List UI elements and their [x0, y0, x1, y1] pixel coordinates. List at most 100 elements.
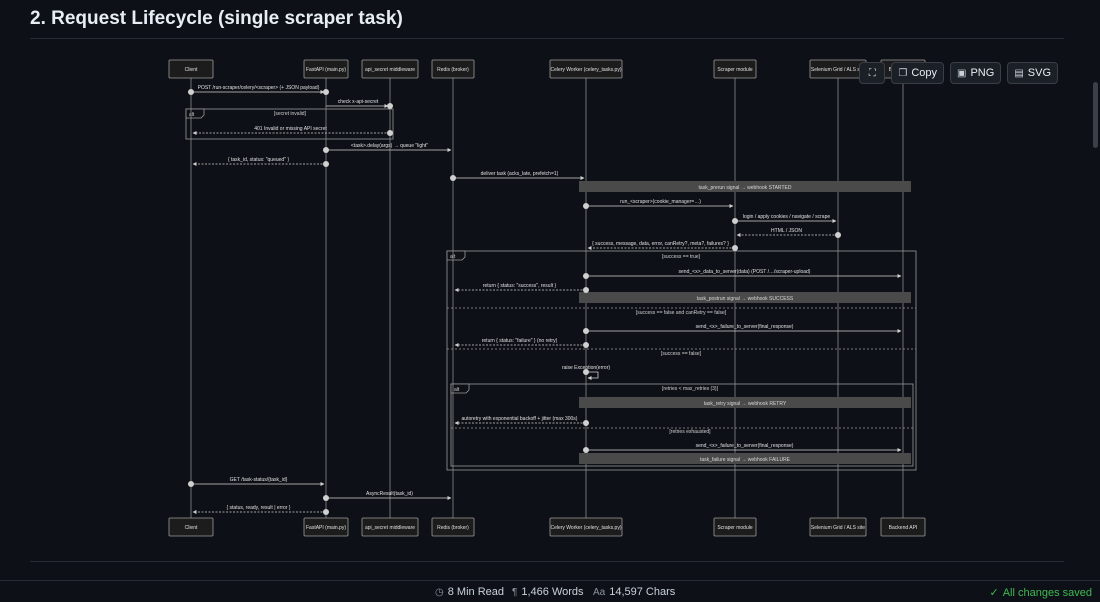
paragraph-icon: ¶ [512, 586, 518, 598]
char-count-label: 14,597 Chars [609, 586, 676, 598]
message-label-19: { status, ready, result | error } [226, 505, 290, 511]
participant-label-bottom-3: Redis (broker) [437, 525, 469, 531]
message-label-0: POST /run-scraper/celery/<scraper> (+ JS… [198, 85, 320, 91]
participant-label-bottom-1: FastAPI (main.py) [306, 525, 346, 531]
participant-box-top-4 [549, 59, 623, 79]
activation-dot-20 [323, 509, 329, 515]
guard-retries-exhausted: [retries exhausted] [669, 429, 711, 435]
clock-icon: ◷ [435, 586, 444, 598]
message-label-6: run_<scraper>(cookie_manager=…) [620, 199, 701, 205]
note-text-1: task_postrun signal → webhook SUCCESS [697, 296, 794, 302]
activation-dot-10 [732, 245, 738, 251]
message-label-4: { task_id, status: "queued" } [228, 157, 289, 163]
participant-label-bottom-2: api_secret middleware [365, 525, 415, 531]
activation-dot-7 [583, 203, 589, 209]
note-bar-2 [579, 397, 911, 408]
copy-button[interactable]: ❐ Copy [891, 62, 945, 84]
activation-dot-9 [835, 232, 841, 238]
message-label-17: GET /task-status/{task_id} [230, 477, 288, 483]
participant-box-bottom-0 [168, 517, 214, 537]
message-label-13: return { status: "failure" } (no retry) [482, 338, 558, 344]
participant-box-bottom-4 [549, 517, 623, 537]
message-label-3: <task>.delay(args) → queue "light" [351, 143, 428, 149]
alt-frame-secret-tab [185, 108, 205, 119]
word-count-label: 1,466 Words [521, 586, 584, 598]
activation-dot-0 [188, 89, 194, 95]
participant-box-top-5 [713, 59, 757, 79]
activation-dot-6 [450, 175, 456, 181]
guard-secret-invalid: [secret invalid] [274, 111, 307, 117]
check-icon: ✓ [989, 587, 999, 599]
participant-label-top-5: Scraper module [717, 67, 753, 73]
message-label-14: raise Exception(error) [562, 365, 610, 371]
activation-dot-19 [323, 495, 329, 501]
activation-dot-4 [323, 147, 329, 153]
activation-dot-16 [583, 420, 589, 426]
participant-label-bottom-5: Scraper module [717, 525, 753, 531]
note-text-0: task_prerun signal → webhook STARTED [699, 185, 792, 191]
note-bar-0 [579, 181, 911, 192]
participant-label-top-2: api_secret middleware [365, 67, 415, 73]
activation-dot-12 [583, 287, 589, 293]
expand-icon: ⛶ [868, 67, 876, 79]
message-label-1: check x-api-secret [338, 99, 379, 105]
activation-dot-11 [583, 273, 589, 279]
svg-export-button[interactable]: ▤ SVG [1007, 62, 1058, 84]
participant-box-top-3 [431, 59, 475, 79]
read-time-label: 8 Min Read [447, 586, 504, 598]
png-label: PNG [970, 67, 995, 79]
fullscreen-button[interactable]: ⛶ [859, 62, 886, 84]
participant-label-top-0: Client [185, 67, 198, 73]
message-arrow-14 [586, 371, 599, 380]
activation-dot-17 [583, 447, 589, 453]
participant-label-top-6: Selenium Grid / ALS site [811, 67, 865, 73]
message-label-8: HTML / JSON [771, 228, 802, 234]
alt-frame-result-tab [446, 250, 466, 261]
diagram-toolbar: ⛶ ❐ Copy ▣ PNG ▤ SVG [859, 62, 1058, 84]
participant-box-bottom-7 [880, 517, 926, 537]
participant-box-top-1 [303, 59, 349, 79]
note-bar-1 [579, 292, 911, 303]
participant-label-bottom-7: Backend API [889, 525, 918, 531]
guard-success-false: [success == false] [661, 351, 702, 357]
participant-box-bottom-1 [303, 517, 349, 537]
participant-box-bottom-6 [809, 517, 867, 537]
message-label-2: 401 Invalid or missing API secret [254, 126, 327, 132]
word-count-stat: ¶ 1,466 Words [512, 586, 584, 598]
content-divider [30, 561, 1064, 562]
message-label-10: send_<x>_data_to_server(data) (POST /…/s… [679, 269, 811, 275]
alt-frame-retries-tab [450, 383, 470, 394]
participant-box-bottom-3 [431, 517, 475, 537]
guard-success-true: [success == true] [662, 254, 701, 260]
participant-box-bottom-5 [713, 517, 757, 537]
scrollbar-thumb[interactable] [1093, 82, 1098, 148]
message-label-7: login / apply cookies / navigate / scrap… [743, 214, 830, 220]
guard-success-false-no-retry: [success == false and canRetry == false] [636, 310, 727, 316]
char-count-stat: Aa 14,597 Chars [593, 586, 675, 598]
participant-box-top-0 [168, 59, 214, 79]
participant-box-top-2 [361, 59, 419, 79]
section-heading: 2. Request Lifecycle (single scraper tas… [30, 8, 403, 29]
message-label-16: send_<x>_failure_to_server(final_respons… [696, 443, 794, 449]
save-status-label: All changes saved [1002, 586, 1092, 599]
message-label-15: autoretry with exponential backoff + jit… [462, 416, 578, 422]
activation-dot-15 [583, 369, 589, 375]
note-text-2: task_retry signal → webhook RETRY [704, 401, 787, 407]
message-label-11: return { status: "success", result } [483, 283, 557, 289]
vertical-scrollbar[interactable] [1091, 0, 1100, 580]
png-export-button[interactable]: ▣ PNG [950, 62, 1002, 84]
activation-dot-3 [387, 130, 393, 136]
participant-label-bottom-6: Selenium Grid / ALS site [811, 525, 865, 531]
image-file-icon: ▣ [957, 67, 967, 79]
alt-frame-retries-label: alt [454, 387, 460, 393]
read-time-stat: ◷ 8 Min Read [435, 586, 504, 598]
alt-frame-secret [185, 108, 394, 140]
alt-frame-result [446, 250, 917, 471]
svg-label: SVG [1027, 67, 1051, 79]
message-label-12: send_<x>_failure_to_server(final_respons… [696, 324, 794, 330]
participant-label-bottom-4: Celery Worker (celery_tasks.py) [550, 525, 621, 531]
status-bar: ◷ 8 Min Read ¶ 1,466 Words Aa 14,597 Cha… [0, 580, 1100, 602]
message-label-18: AsyncResult(task_id) [366, 491, 413, 497]
text-size-icon: Aa [593, 586, 606, 598]
activation-dot-5 [323, 161, 329, 167]
